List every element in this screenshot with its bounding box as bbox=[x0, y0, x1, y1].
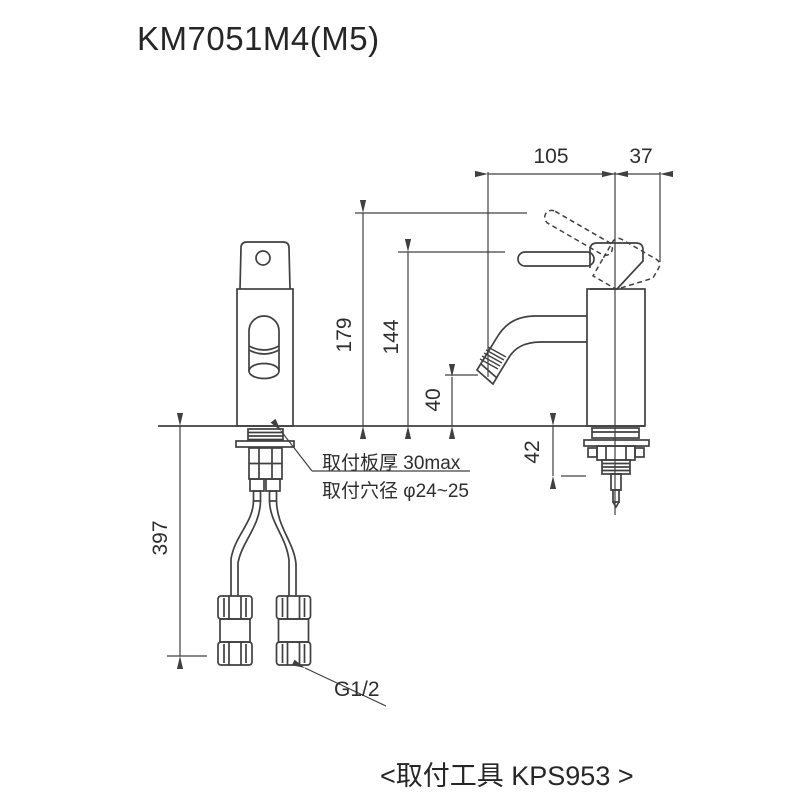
side-view bbox=[475, 209, 661, 509]
leader-g12 bbox=[291, 659, 387, 707]
side-underdeck bbox=[583, 427, 650, 509]
note-mounting-plate-thickness: 取付板厚 30max bbox=[322, 453, 461, 474]
spout-aerator-hatch bbox=[479, 346, 507, 370]
front-handle-dot bbox=[255, 250, 271, 266]
side-spout bbox=[475, 315, 587, 386]
dim-label-handle-depth: 37 bbox=[629, 145, 653, 168]
dim-label-spout-clearance: 40 bbox=[422, 388, 445, 412]
front-handle-head bbox=[239, 241, 291, 290]
supply-hoses bbox=[230, 500, 297, 596]
side-lever bbox=[517, 251, 595, 267]
leader-lines bbox=[270, 418, 470, 707]
dim-label-max-height: 179 bbox=[333, 317, 356, 353]
front-underdeck bbox=[235, 428, 295, 502]
note-mounting-tool: <取付工具 KPS953 > bbox=[380, 761, 634, 791]
dim-label-under-counter: 42 bbox=[521, 440, 544, 464]
note-mounting-hole-diameter: 取付穴径 φ24~25 bbox=[322, 481, 469, 502]
dimension-lines bbox=[176, 170, 673, 669]
front-spout bbox=[248, 315, 280, 380]
front-view bbox=[217, 241, 312, 666]
dim-label-hose-length: 397 bbox=[149, 520, 172, 556]
hose-nut-right bbox=[275, 595, 312, 666]
page-title: KM7051M4(M5) bbox=[137, 20, 380, 57]
leader-mounting-plate bbox=[270, 418, 313, 472]
side-handle-head bbox=[589, 242, 644, 290]
extension-lines bbox=[167, 172, 661, 657]
note-connection-thread: G1/2 bbox=[334, 678, 380, 701]
dim-label-spout-reach: 105 bbox=[533, 145, 569, 168]
front-body bbox=[236, 288, 294, 427]
dim-label-lever-height: 144 bbox=[380, 319, 403, 355]
side-body bbox=[586, 288, 646, 427]
hose-nut-left bbox=[217, 595, 253, 666]
